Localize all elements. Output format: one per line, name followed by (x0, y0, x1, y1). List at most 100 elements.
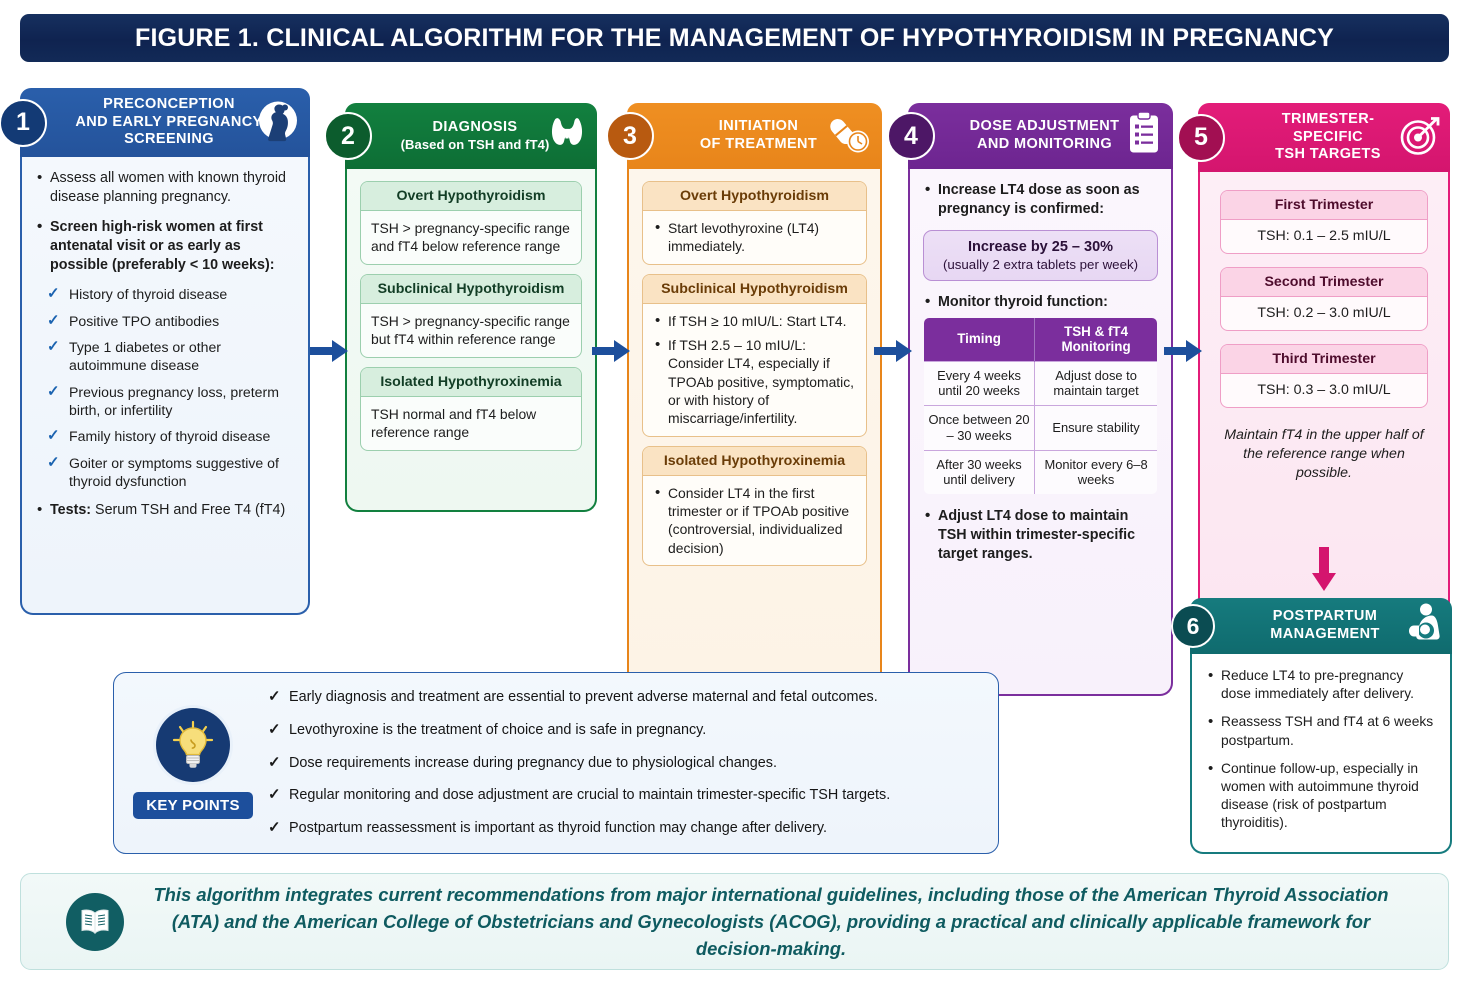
check-icon: ✓ (47, 285, 60, 303)
cell-timing: Once between 20 – 30 weeks (924, 405, 1036, 451)
step-2-header: 2 DIAGNOSIS (Based on TSH and fT4) (324, 103, 597, 169)
step-5-header: 5 TRIMESTER-SPECIFIC TSH TARGETS (1177, 103, 1450, 173)
step-2-title: DIAGNOSIS (Based on TSH and fT4) (401, 119, 550, 153)
breastfeeding-icon (1401, 602, 1443, 651)
step-5-number-badge: 5 (1177, 113, 1225, 162)
step-6-bullet-3: Continue follow-up, especially in women … (1206, 759, 1436, 833)
step-2-diagnosis: 2 DIAGNOSIS (Based on TSH and fT4) Overt… (324, 103, 597, 512)
card-body: If TSH ≥ 10 mIU/L: Start LT4. If TSH 2.5… (643, 304, 866, 436)
step-5-card-second-trimester: Second Trimester TSH: 0.2 – 3.0 mIU/L (1220, 266, 1428, 331)
step-3-card-hypothyroxinemia: Isolated Hypothyroxinemia Consider LT4 i… (642, 445, 867, 567)
card-heading: Second Trimester (1221, 267, 1427, 297)
check-icon: ✓ (268, 688, 281, 706)
key-point-item: ✓Dose requirements increase during pregn… (268, 753, 777, 771)
step-3-body: Overt Hypothyroidism Start levothyroxine… (627, 169, 882, 696)
step-1-title-line-3: SCREENING (124, 131, 214, 148)
step-1-tests-label: Tests: (50, 502, 92, 519)
arrow-step2-to-step3 (592, 338, 632, 364)
table-row: After 30 weeks until delivery Monitor ev… (924, 449, 1157, 495)
step-6-bullet-2: Reassess TSH and fT4 at 6 weeks postpart… (1206, 712, 1436, 749)
step-3-card-overt: Overt Hypothyroidism Start levothyroxine… (642, 181, 867, 265)
cell-timing: After 30 weeks until delivery (924, 449, 1036, 495)
arrow-step3-to-step4 (874, 338, 914, 364)
step-2-number-badge: 2 (324, 112, 372, 160)
step-1-title-line-1: PRECONCEPTION (103, 96, 235, 112)
step-5-body: First Trimester TSH: 0.1 – 2.5 mIU/L Sec… (1198, 172, 1450, 617)
cell-monitoring: Monitor every 6–8 weeks (1034, 449, 1157, 495)
card-bullet: If TSH 2.5 – 10 mIU/L: Consider LT4, esp… (653, 335, 856, 428)
step-1-bullet-2: Screen high-risk women at first antenata… (35, 217, 295, 275)
footer-panel: This algorithm integrates current recomm… (20, 873, 1449, 970)
key-point-item: ✓Postpartum reassessment is important as… (268, 819, 828, 837)
card-heading: First Trimester (1221, 191, 1427, 221)
step-6-bullet-1: Reduce LT4 to pre-pregnancy dose immedia… (1206, 666, 1436, 703)
arrow-step1-to-step2 (310, 338, 350, 364)
step-1-check-5: ✓Family history of thyroid disease (47, 427, 271, 445)
arrow-step4-to-step5 (1164, 338, 1204, 364)
step-1-title-line-2: AND EARLY PREGNANCY (75, 113, 263, 130)
step-4-dose-adjustment-monitoring: 4 DOSE ADJUSTMENT AND MONITORING I (887, 103, 1173, 696)
step-5-title-line-1: TRIMESTER-SPECIFIC (1281, 111, 1375, 145)
step-3-title-line-1: INITIATION (718, 118, 799, 135)
step-1-check-4: ✓Previous pregnancy loss, preterm birth,… (47, 382, 279, 418)
check-icon: ✓ (47, 337, 60, 355)
check-icon: ✓ (268, 720, 281, 738)
step-6-body: Reduce LT4 to pre-pregnancy dose immedia… (1190, 654, 1452, 854)
step-4-header: 4 DOSE ADJUSTMENT AND MONITORING (887, 103, 1173, 169)
step-3-card-subclinical: Subclinical Hypothyroidism If TSH ≥ 10 m… (642, 273, 867, 437)
key-points-badge-area: KEY POINTS (114, 707, 264, 819)
step-1-header: 1 PRECONCEPTION AND EARLY PREGNANCY SCRE… (0, 88, 310, 158)
key-points-list: ✓Early diagnosis and treatment are essen… (264, 684, 998, 842)
step-4-title-line-1: DOSE ADJUSTMENT (969, 118, 1120, 135)
card-heading: Isolated Hypothyroxinemia (643, 446, 866, 476)
step-4-body: Increase LT4 dose as soon as pregnancy i… (908, 169, 1173, 696)
card-heading: Overt Hypothyroidism (643, 182, 866, 211)
monitoring-table: Timing TSH & fT4 Monitoring Every 4 week… (923, 316, 1158, 496)
card-body: TSH > pregnancy-specific range but fT4 w… (371, 312, 570, 348)
key-point-item: ✓Levothyroxine is the treatment of choic… (268, 720, 707, 738)
step-6-title: POSTPARTUM MANAGEMENT (1270, 608, 1380, 643)
target-icon (1397, 113, 1441, 162)
open-book-icon (66, 892, 124, 951)
footer-text: This algorithm integrates current recomm… (153, 883, 1389, 960)
card-body: TSH: 0.1 – 2.5 mIU/L (1257, 228, 1391, 245)
key-point-item: ✓Regular monitoring and dose adjustment … (268, 786, 891, 804)
check-icon: ✓ (47, 427, 60, 445)
table-header-row: Timing TSH & fT4 Monitoring (924, 317, 1157, 362)
step-1-body: Assess all women with known thyroid dise… (20, 157, 310, 616)
step-2-body: Overt Hypothyroidism TSH > pregnancy-spe… (345, 169, 597, 512)
table-row: Once between 20 – 30 weeks Ensure stabil… (924, 405, 1157, 451)
key-point-item: ✓Early diagnosis and treatment are essen… (268, 688, 878, 706)
step-4-bullet-1: Increase LT4 dose as soon as pregnancy i… (923, 180, 1158, 219)
check-icon: ✓ (47, 311, 60, 329)
check-icon: ✓ (268, 753, 281, 771)
card-body: TSH: 0.3 – 3.0 mIU/L (1257, 381, 1391, 398)
card-bullet: Consider LT4 in the first trimester or i… (653, 483, 856, 557)
step-1-check-3: ✓Type 1 diabetes or other autoimmune dis… (47, 337, 221, 374)
card-body: Consider LT4 in the first trimester or i… (643, 476, 866, 565)
step-1-check-2: ✓Positive TPO antibodies (47, 311, 220, 329)
table-row: Every 4 weeks until 20 weeks Adjust dose… (924, 360, 1157, 407)
step-6-postpartum-management: 6 POSTPARTUM MANAGEMENT Reduce LT4 to pr… (1171, 598, 1452, 854)
card-body: TSH > pregnancy-specific range and fT4 b… (371, 220, 570, 255)
step-5-title-line-2: TSH TARGETS (1275, 146, 1381, 163)
step-1-check-1: ✓History of thyroid disease (47, 285, 228, 303)
step-1-tests: Tests: Serum TSH and Free T4 (fT4) (35, 500, 295, 520)
step-4-bullet-2: Monitor thyroid function: (923, 292, 1158, 312)
card-body: TSH: 0.2 – 3.0 mIU/L (1257, 304, 1391, 321)
step-2-card-hypothyroxinemia: Isolated Hypothyroxinemia TSH normal and… (360, 366, 582, 451)
check-icon: ✓ (268, 819, 281, 837)
table-header-monitoring: TSH & fT4 Monitoring (1034, 317, 1157, 362)
step-1-check-6: ✓Goiter or symptoms suggestive of thyroi… (47, 453, 279, 489)
step-1-tests-value: Serum TSH and Free T4 (fT4) (95, 502, 286, 519)
cell-timing: Every 4 weeks until 20 weeks (924, 360, 1036, 407)
step-4-bullet-3: Adjust LT4 dose to maintain TSH within t… (923, 506, 1158, 564)
cell-monitoring: Ensure stability (1034, 405, 1157, 451)
step-4-title-line-2: AND MONITORING (976, 136, 1112, 152)
check-icon: ✓ (47, 453, 60, 471)
card-body: Start levothyroxine (LT4) immediately. (643, 211, 866, 264)
card-heading: Third Trimester (1221, 344, 1427, 374)
step-6-title-line-1: POSTPARTUM (1272, 608, 1378, 625)
step-4-title: DOSE ADJUSTMENT AND MONITORING (970, 118, 1120, 153)
step-5-trimester-tsh-targets: 5 TRIMESTER-SPECIFIC TSH TARGETS First T… (1177, 103, 1450, 617)
